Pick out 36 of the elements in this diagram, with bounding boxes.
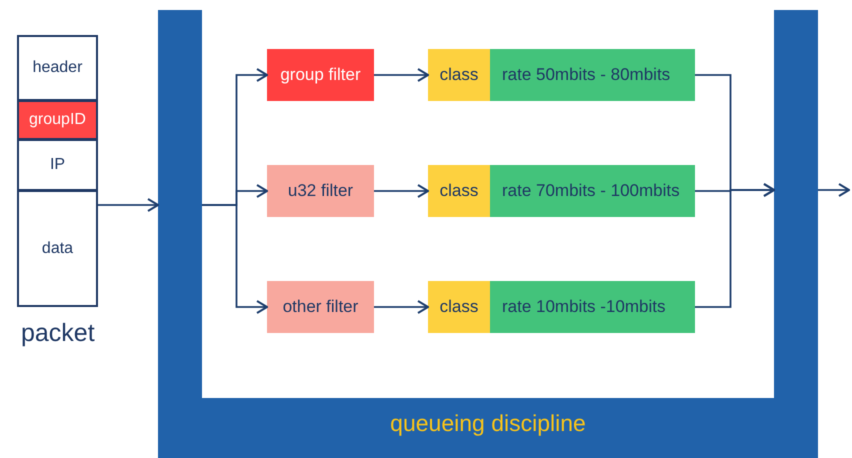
arrow — [374, 184, 429, 198]
frame-label: queueing discipline — [389, 410, 587, 437]
rate-label: rate 50mbits - 80mbits — [502, 65, 670, 85]
filter-label: group filter — [280, 65, 361, 85]
arrow — [202, 204, 268, 314]
class-label: class — [440, 181, 478, 201]
arrow — [374, 68, 429, 82]
rate-box — [490, 165, 695, 217]
packet-field — [17, 190, 98, 307]
filter-box — [267, 49, 374, 101]
packet-field — [17, 139, 98, 191]
class-label: class — [440, 297, 478, 317]
rate-label: rate 10mbits -10mbits — [502, 297, 666, 317]
filter-label: u32 filter — [288, 181, 354, 201]
arrow — [695, 183, 775, 308]
class-label: class — [440, 65, 478, 85]
arrow — [818, 183, 850, 197]
arrow — [98, 198, 159, 212]
arrow — [374, 300, 429, 314]
rate-label: rate 70mbits - 100mbits — [502, 181, 680, 201]
packet-label: packet — [21, 319, 95, 348]
filter-label: other filter — [282, 297, 358, 317]
field-label: IP — [50, 156, 66, 174]
class-box — [428, 281, 490, 333]
packet-field — [17, 100, 98, 140]
field-label: data — [42, 240, 74, 258]
rate-box — [490, 49, 695, 101]
queueing-discipline-frame — [158, 10, 818, 458]
filter-box — [267, 165, 374, 217]
class-box — [428, 49, 490, 101]
field-label: header — [32, 59, 82, 77]
class-box — [428, 165, 490, 217]
field-label: groupID — [29, 111, 86, 129]
packet-field — [17, 35, 98, 101]
filter-box — [267, 281, 374, 333]
rate-box — [490, 281, 695, 333]
